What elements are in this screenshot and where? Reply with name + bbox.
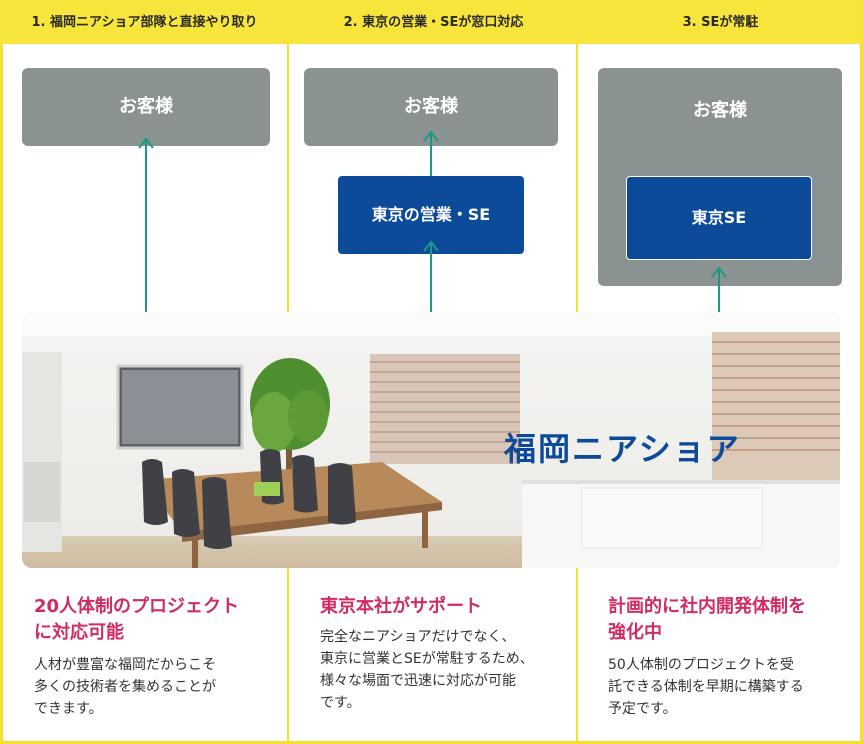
feature-description-2: 完全なニアショアだけでなく、 東京に営業とSEが常駐するため、 様々な場面で迅速… <box>320 626 534 714</box>
feature-title-line: に対応可能 <box>34 622 124 643</box>
tokyo-se-box: 東京SE <box>626 176 812 260</box>
feature-title-line: 20人体制のプロジェクト <box>34 596 240 617</box>
feature-text-line: 多くの技術者を集めることが <box>34 679 216 695</box>
feature-title-line: 強化中 <box>608 622 662 643</box>
feature-text-line: 託できる体制を早期に構築する <box>608 679 804 695</box>
office-photo-label: 福岡ニアショア <box>504 430 741 468</box>
customer-label: お客様 <box>404 96 458 117</box>
column-3-heading: 3. SEが常駐 <box>682 15 759 30</box>
customer-label: お客様 <box>119 96 173 117</box>
feature-text-line: 50人体制のプロジェクトを受 <box>608 657 794 673</box>
feature-text-line: 様々な場面で迅速に対応が可能 <box>320 673 516 689</box>
feature-description-3: 50人体制のプロジェクトを受 託できる体制を早期に構築する 予定です。 <box>608 654 804 720</box>
column-1-heading: 1. 福岡ニアショア部隊と直接やり取り <box>31 15 258 30</box>
feature-description-1: 人材が豊富な福岡だからこそ 多くの技術者を集めることが できます。 <box>34 654 216 720</box>
customer-label: お客様 <box>693 100 747 121</box>
feature-text-line: 予定です。 <box>608 701 677 717</box>
feature-title-line: 計画的に社内開発体制を <box>608 596 806 617</box>
office-photo <box>22 312 840 568</box>
feature-title-1: 20人体制のプロジェクト に対応可能 <box>34 594 239 646</box>
feature-text-line: 人材が豊富な福岡だからこそ <box>34 657 216 673</box>
tokyo-sales-se-box: 東京の営業・SE <box>338 176 524 254</box>
two-way-arrow-icon <box>138 137 154 327</box>
header-bar <box>0 0 863 44</box>
feature-text-line: です。 <box>320 695 361 711</box>
customer-box-2: お客様 <box>304 68 558 146</box>
feature-title-2: 東京本社がサポート <box>320 594 482 620</box>
feature-title-3: 計画的に社内開発体制を 強化中 <box>608 594 806 646</box>
feature-text-line: 完全なニアショアだけでなく、 <box>320 629 516 645</box>
column-2-heading: 2. 東京の営業・SEが窓口対応 <box>343 15 524 30</box>
feature-text-line: できます。 <box>34 701 103 717</box>
feature-title-line: 東京本社がサポート <box>320 596 482 617</box>
feature-text-line: 東京に営業とSEが常駐するため、 <box>320 651 534 667</box>
customer-box-1: お客様 <box>22 68 270 146</box>
